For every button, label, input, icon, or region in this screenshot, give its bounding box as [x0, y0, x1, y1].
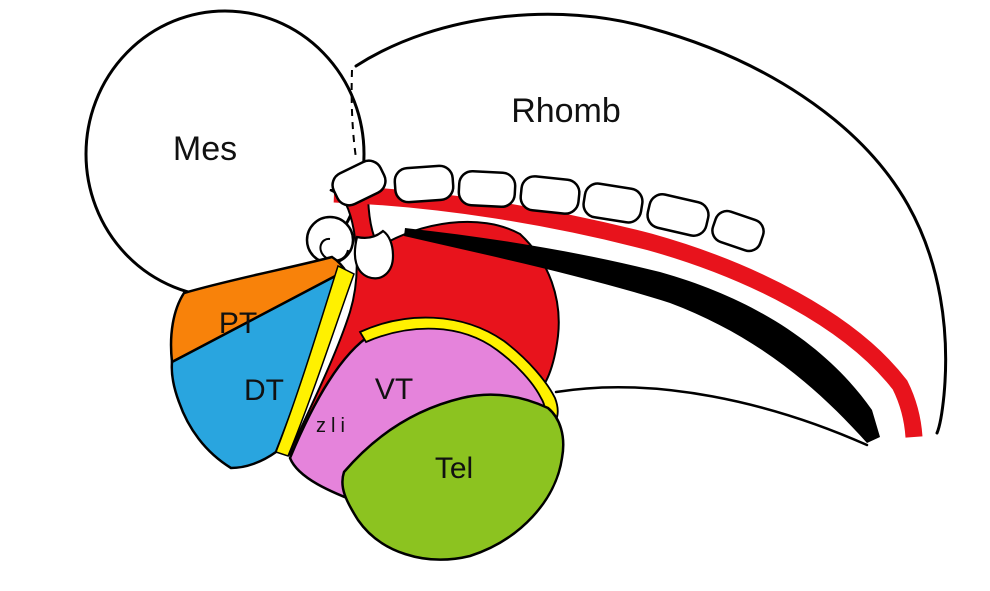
dt-label: DT	[244, 374, 284, 407]
roof-band-curl-inner	[319, 237, 349, 262]
tube-bottom-outline	[554, 385, 869, 447]
rhombomere-segment	[457, 169, 517, 209]
white-notch	[353, 229, 395, 280]
pt-region	[169, 255, 349, 364]
rhombomere-row	[331, 159, 765, 253]
rhombomere-segment	[519, 175, 581, 215]
mes-rhomb-boundary-dashed-line	[350, 69, 357, 159]
zli-yellow-stripe	[275, 264, 355, 457]
rhombomere-segment	[646, 193, 710, 237]
basal-black-band	[404, 228, 880, 443]
rhombomere-segment	[331, 159, 387, 207]
tel-region	[341, 393, 565, 561]
rhombomere-segment	[582, 182, 644, 224]
rhombomere-segment	[393, 164, 455, 204]
mes-label: Mes	[173, 130, 237, 168]
rhombomere-segment	[711, 209, 765, 253]
rhomb-label: Rhomb	[511, 92, 621, 130]
red-roof-band	[333, 185, 923, 438]
zli-label: zli	[316, 415, 350, 437]
vt-label: VT	[375, 373, 413, 406]
rhomb-outer-outline	[354, 12, 948, 435]
pt-label: PT	[219, 307, 257, 340]
tel-label: Tel	[435, 452, 473, 485]
